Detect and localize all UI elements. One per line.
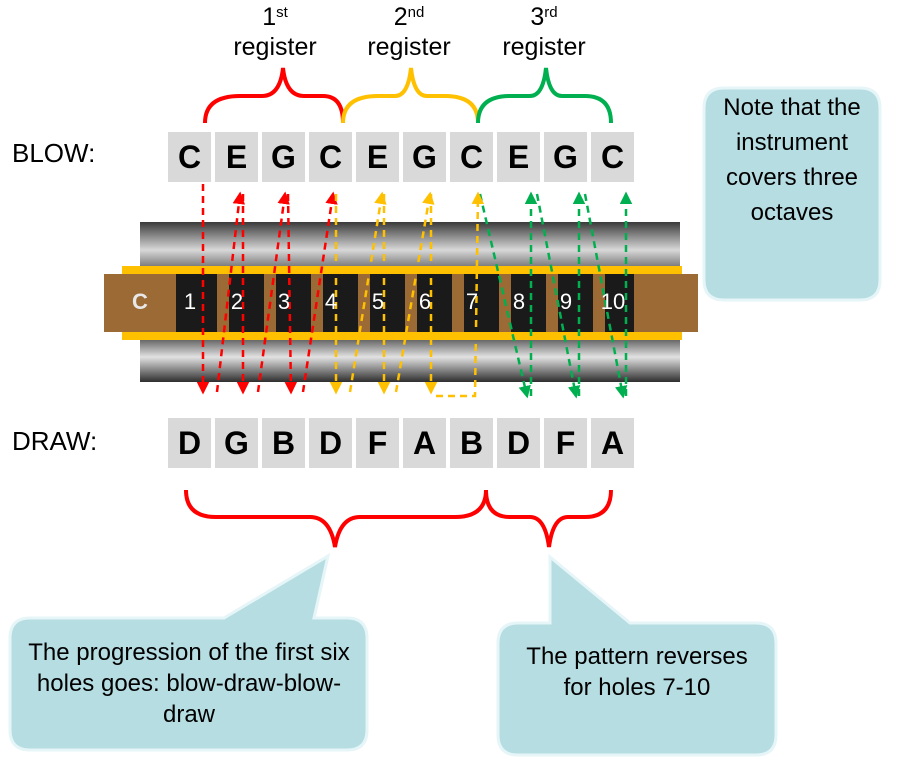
register-1-brace — [203, 67, 345, 124]
blow-3-to-draw-3-arrow — [284, 193, 298, 395]
register-3-suffix: rd — [544, 4, 558, 21]
register-3-brace — [476, 67, 613, 124]
blow-note-4: C — [309, 132, 352, 182]
blow-note-3: G — [262, 132, 305, 182]
hole-number-4: 4 — [324, 289, 338, 314]
draw-note-10: A — [591, 418, 634, 468]
blow-7-to-draw-8-arrow — [478, 193, 531, 399]
hole-number-3: 3 — [277, 289, 291, 314]
hole-number-9: 9 — [559, 289, 573, 314]
draw-label: DRAW: — [12, 426, 98, 456]
holes-1-7-brace — [184, 489, 488, 548]
register-2-word: register — [367, 33, 451, 61]
blow-9-to-draw-10-arrow — [583, 193, 628, 399]
holes-7-10-brace — [484, 489, 613, 548]
draw-note-2: G — [215, 418, 258, 468]
progression-callout-shape — [8, 552, 369, 752]
register-2-suffix: nd — [407, 4, 425, 21]
hole-number-8: 8 — [512, 289, 526, 314]
hole-number-2: 2 — [230, 289, 244, 314]
reverse-callout: The pattern reverses for holes 7-10 — [526, 643, 748, 701]
register-3-label: 3rd register — [474, 2, 614, 62]
register-1-word: register — [233, 33, 317, 61]
harmonica-key-label: C — [132, 289, 148, 314]
blow-note-5: E — [356, 132, 399, 182]
octaves-callout: Note that the instrument covers three oc… — [723, 94, 861, 226]
blow-note-8: E — [497, 132, 540, 182]
blow-notes-row: C E G C E G C E G C — [168, 132, 638, 182]
register-1-label: 1st register — [205, 2, 345, 62]
register-2-brace — [341, 67, 480, 124]
blow-label: BLOW: — [12, 138, 96, 168]
register-1-suffix: st — [276, 4, 288, 21]
draw-note-1: D — [168, 418, 211, 468]
draw-3-to-blow-4-arrow — [301, 191, 338, 393]
hole-number-5: 5 — [371, 289, 385, 314]
hole-divider — [452, 274, 464, 332]
draw-note-4: D — [309, 418, 352, 468]
register-3-number: 3 — [530, 3, 545, 31]
reverse-callout-shape — [496, 553, 778, 757]
register-2-number: 2 — [393, 3, 408, 31]
draw-4-to-blow-5-arrow — [348, 191, 387, 393]
draw-2-to-blow-3-arrow — [256, 191, 290, 393]
blow-note-1: C — [168, 132, 211, 182]
register-2-label: 2nd register — [339, 2, 479, 62]
octaves-callout-shape — [702, 86, 882, 302]
blow-note-6: G — [403, 132, 446, 182]
draw-note-7: B — [450, 418, 493, 468]
blow-8-to-draw-9-arrow — [535, 193, 581, 399]
blow-note-10: C — [591, 132, 634, 182]
register-3-word: register — [502, 33, 586, 61]
draw-note-6: A — [403, 418, 446, 468]
draw-notes-row: D G B D F A B D F A — [168, 418, 638, 468]
blow-note-9: G — [544, 132, 587, 182]
blow-note-2: E — [215, 132, 258, 182]
draw-note-5: F — [356, 418, 399, 468]
hole-number-7: 7 — [465, 289, 479, 314]
draw-note-8: D — [497, 418, 540, 468]
hole-number-10: 10 — [600, 289, 626, 314]
register-1-number: 1 — [262, 3, 277, 31]
draw-note-9: F — [544, 418, 587, 468]
blow-note-7: C — [450, 132, 493, 182]
hole-number-1: 1 — [183, 289, 197, 314]
draw-note-3: B — [262, 418, 305, 468]
progression-callout: The progression of the first six holes g… — [28, 639, 350, 728]
hole-number-6: 6 — [418, 289, 432, 314]
draw-1-to-blow-2-arrow — [215, 191, 246, 393]
draw-6-to-blow-7-arrow — [436, 191, 485, 398]
draw-5-to-blow-6-arrow — [394, 191, 435, 393]
